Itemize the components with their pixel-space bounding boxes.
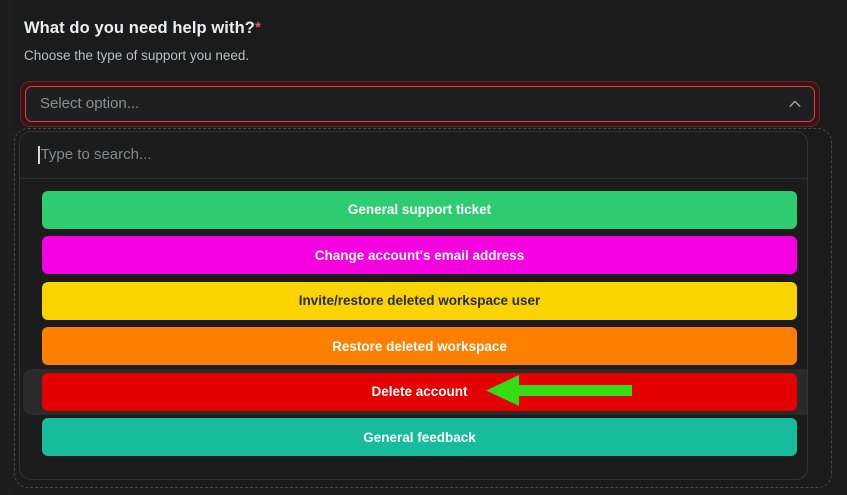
select-option-dropdown-trigger[interactable]: Select option... bbox=[25, 86, 815, 122]
option-row[interactable]: Change account's email address bbox=[20, 233, 807, 279]
page-title: What do you need help with?* bbox=[24, 18, 823, 38]
option-row[interactable]: Delete account bbox=[23, 369, 807, 415]
option-pill[interactable]: General feedback bbox=[42, 418, 797, 457]
option-pill[interactable]: Delete account bbox=[42, 372, 797, 411]
option-pill[interactable]: General support ticket bbox=[42, 190, 797, 229]
select-placeholder: Select option... bbox=[40, 95, 140, 112]
chevron-up-icon[interactable] bbox=[788, 97, 802, 111]
option-label: Restore deleted workspace bbox=[332, 338, 507, 354]
question-label: What do you need help with? bbox=[24, 19, 255, 37]
option-row[interactable]: Restore deleted workspace bbox=[20, 324, 807, 370]
option-label: Delete account bbox=[371, 384, 468, 400]
field-help-text: Choose the type of support you need. bbox=[24, 48, 250, 63]
option-label: Change account's email address bbox=[314, 247, 525, 263]
option-pill[interactable]: Change account's email address bbox=[42, 236, 797, 275]
option-row[interactable]: General support ticket bbox=[20, 187, 807, 233]
form-field-header: What do you need help with?* Choose the … bbox=[24, 18, 823, 77]
search-row[interactable]: Type to search... bbox=[20, 132, 807, 179]
option-pill[interactable]: Invite/restore deleted workspace user bbox=[42, 281, 797, 320]
dropdown-outer-wrapper bbox=[14, 128, 832, 488]
option-pill[interactable]: Restore deleted workspace bbox=[42, 327, 797, 366]
option-label: General support ticket bbox=[347, 202, 492, 218]
option-row[interactable]: General feedback bbox=[20, 415, 807, 461]
text-caret bbox=[38, 146, 40, 164]
option-row[interactable]: Invite/restore deleted workspace user bbox=[20, 278, 807, 324]
search-input[interactable]: Type to search... bbox=[40, 146, 152, 163]
option-label: General feedback bbox=[363, 429, 476, 445]
left-gutter bbox=[0, 0, 14, 495]
option-label: Invite/restore deleted workspace user bbox=[298, 293, 541, 309]
dropdown-panel: Type to search... General support ticket… bbox=[19, 131, 808, 480]
required-asterisk: * bbox=[254, 19, 261, 36]
